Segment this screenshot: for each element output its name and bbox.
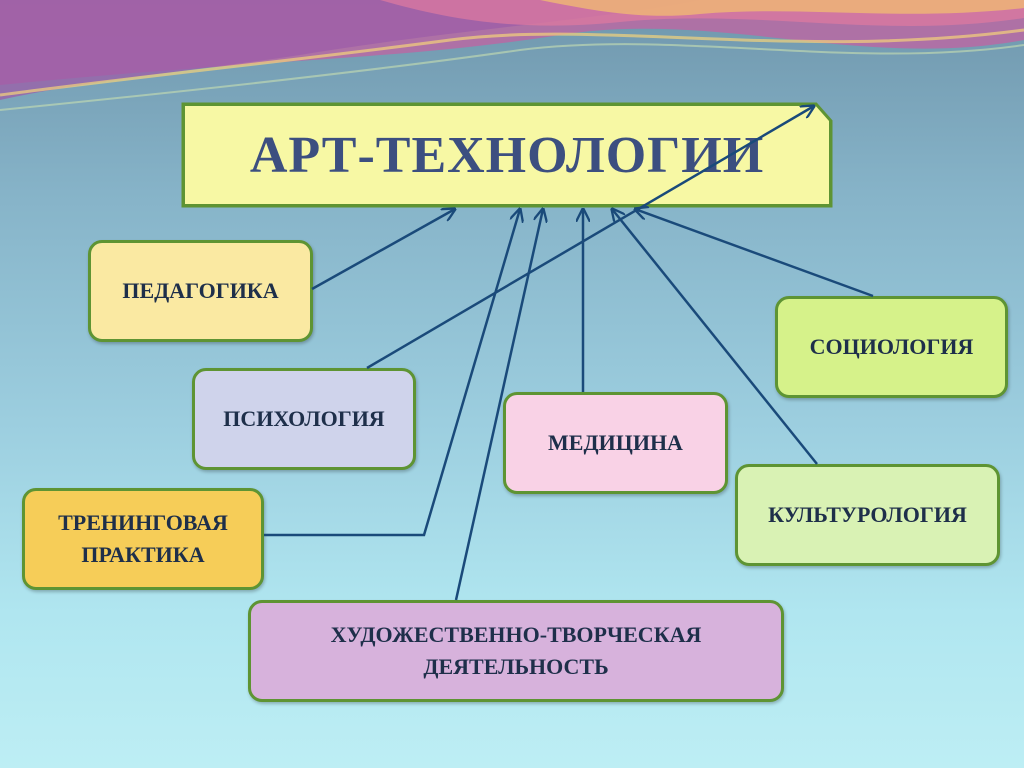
node-art-line2: ДЕЯТЕЛЬНОСТЬ — [423, 654, 609, 679]
node-training-line1: ТРЕНИНГОВАЯ — [58, 510, 228, 536]
node-medicine: МЕДИЦИНА — [503, 392, 728, 494]
node-medicine-label: МЕДИЦИНА — [548, 430, 683, 456]
node-psychology-label: ПСИХОЛОГИЯ — [223, 406, 385, 432]
node-culturology-label: КУЛЬТУРОЛОГИЯ — [768, 502, 967, 528]
node-pedagogy-label: ПЕДАГОГИКА — [122, 278, 279, 304]
node-pedagogy: ПЕДАГОГИКА — [88, 240, 313, 342]
node-sociology: СОЦИОЛОГИЯ — [775, 296, 1008, 398]
node-culturology: КУЛЬТУРОЛОГИЯ — [735, 464, 1000, 566]
node-training-line2: ПРАКТИКА — [81, 542, 205, 567]
node-art-activity: ХУДОЖЕСТВЕННО-ТВОРЧЕСКАЯ ДЕЯТЕЛЬНОСТЬ — [248, 600, 784, 702]
node-sociology-label: СОЦИОЛОГИЯ — [809, 334, 974, 360]
node-training-practice: ТРЕНИНГОВАЯ ПРАКТИКА — [22, 488, 264, 590]
node-art-line1: ХУДОЖЕСТВЕННО-ТВОРЧЕСКАЯ — [330, 622, 702, 648]
node-psychology: ПСИХОЛОГИЯ — [192, 368, 416, 470]
